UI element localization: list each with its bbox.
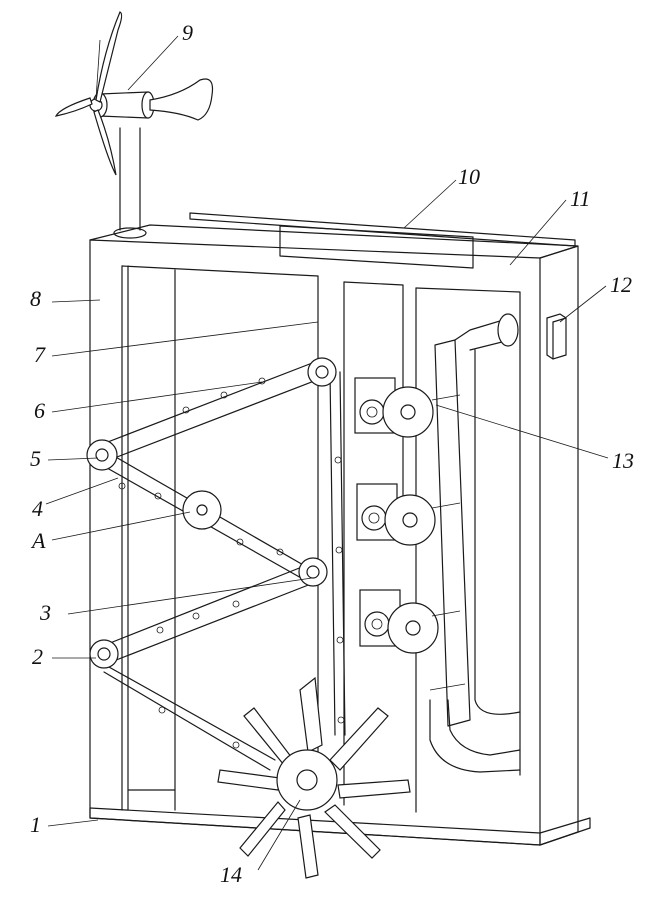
outlet-chute	[430, 350, 520, 772]
label-7: 7	[34, 342, 46, 367]
label-13: 13	[612, 448, 634, 473]
wind-turbine	[56, 12, 213, 238]
label-A: A	[30, 528, 46, 553]
label-1: 1	[30, 812, 41, 837]
pulley-6	[308, 358, 336, 386]
label-4: 4	[32, 496, 43, 521]
pulley-A	[183, 491, 221, 529]
label-3: 3	[39, 600, 51, 625]
water-wheel	[218, 678, 410, 878]
label-9: 9	[182, 20, 193, 45]
controller-box	[547, 314, 566, 359]
label-2: 2	[32, 644, 43, 669]
label-11: 11	[570, 186, 590, 211]
pulley-5	[87, 440, 117, 470]
generator-middle	[357, 484, 435, 545]
generator-top	[355, 378, 433, 437]
label-6: 6	[34, 398, 45, 423]
generator-rail	[430, 314, 518, 726]
label-10: 10	[458, 164, 480, 189]
label-12: 12	[610, 272, 632, 297]
pulley-3	[299, 558, 327, 586]
label-5: 5	[30, 446, 41, 471]
leader-lines	[46, 36, 608, 870]
pulley-2	[90, 640, 118, 668]
generator-bottom	[360, 590, 438, 653]
solar-panel	[190, 213, 575, 268]
label-8: 8	[30, 286, 41, 311]
label-14: 14	[220, 862, 242, 887]
